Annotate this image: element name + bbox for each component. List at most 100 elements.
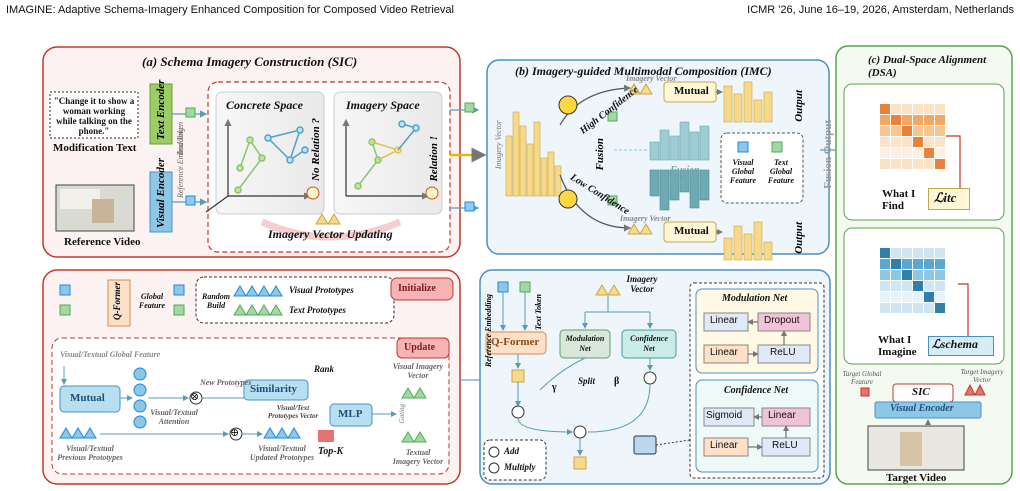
output-bars-low	[723, 221, 773, 261]
imagery-vector-axis-label: Imagery Vector	[494, 120, 503, 170]
matrix-cell	[924, 104, 934, 114]
textual-imagery-vector-label: Textual Imagery Vector	[392, 448, 444, 466]
matrix-cell	[891, 148, 901, 158]
bar	[505, 135, 513, 197]
fusion-label: Fusion	[594, 138, 606, 171]
target-video-label: Target Video	[886, 472, 947, 484]
bar	[679, 121, 690, 161]
matrix-cell	[891, 303, 901, 313]
text-global-feature-label: Text Global Feature	[767, 158, 795, 185]
bar	[743, 233, 753, 261]
bar	[743, 81, 753, 123]
visual-prototypes-label: Visual Prototypes	[289, 285, 354, 295]
bar	[763, 241, 773, 261]
matrix-cell	[924, 115, 934, 125]
matrix-cell	[891, 248, 901, 258]
new-prototypes-label: New Prototypes	[200, 378, 252, 387]
matrix-cell	[913, 259, 923, 269]
imagery-space-label: Imagery Space	[346, 98, 420, 112]
text-token-input-label: Text Token	[534, 294, 543, 331]
multiply-legend-label: Multiply	[504, 462, 536, 472]
matrix-cell	[924, 303, 934, 313]
q-former-block: Q-Former	[112, 282, 122, 320]
matrix-cell	[913, 303, 923, 313]
imagery-vector-updating-label: Imagery Vector Updating	[268, 227, 393, 241]
matrix-cell	[935, 270, 945, 280]
bar	[649, 141, 660, 161]
matrix-cell	[902, 270, 912, 280]
modulation-net-panel-title: Modulation Net	[722, 293, 788, 304]
global-feature-label: Global Feature	[138, 292, 166, 310]
matrix-cell	[902, 292, 912, 302]
matrix-cell	[902, 281, 912, 291]
running-header-right: ICMR '26, June 16–19, 2026, Amsterdam, N…	[747, 4, 1014, 16]
matrix-cell	[924, 292, 934, 302]
bar	[689, 169, 700, 209]
matrix-cell	[891, 281, 901, 291]
imc-title: (b) Imagery-guided Multimodal Compositio…	[515, 64, 772, 78]
bar	[526, 143, 534, 197]
matrix-cell	[880, 281, 890, 291]
matrix-cell	[891, 104, 901, 114]
itc-similarity-matrix	[880, 104, 945, 169]
matrix-cell	[913, 148, 923, 158]
vt-global-feature-label: Visual/Textual Global Feature	[60, 350, 161, 359]
matrix-cell	[924, 148, 934, 158]
matrix-cell	[880, 270, 890, 280]
matrix-cell	[935, 148, 945, 158]
mod-linear-c: Linear	[710, 347, 738, 358]
bar	[689, 131, 700, 161]
conf-sigmoid: Sigmoid	[706, 410, 743, 421]
matrix-cell	[891, 126, 901, 136]
bar	[659, 129, 670, 161]
conf-relu: ReLU	[772, 440, 798, 451]
confidence-net-panel-title: Confidence Net	[724, 385, 789, 396]
vt-updated-prototypes-label: Visual/Textual Updated Prototypes	[249, 444, 315, 462]
matrix-cell	[880, 126, 890, 136]
matrix-cell	[913, 292, 923, 302]
modification-text-label: Modification Text	[53, 142, 137, 154]
matrix-cell	[924, 126, 934, 136]
fusion-output-label: Fusion Output	[822, 120, 834, 189]
matrix-cell	[880, 259, 890, 269]
gating-label: Gating	[398, 404, 406, 424]
bar	[723, 85, 733, 123]
reference-embedding-label: Reference Embedding	[176, 127, 185, 198]
mod-relu: ReLU	[770, 347, 796, 358]
visual-encoder-block-target: Visual Encoder	[890, 403, 954, 414]
vt-prototypes-vector-label: Visual/Text Prototypes Vector	[267, 404, 319, 420]
add-legend-label: Add	[504, 446, 520, 456]
reference-video-label: Reference Video	[64, 236, 141, 248]
matrix-cell	[902, 137, 912, 147]
matrix-cell	[902, 104, 912, 114]
mutual-bottom-block: Mutual	[674, 225, 709, 237]
bar	[540, 157, 548, 197]
matrix-cell	[935, 137, 945, 147]
top-k-label: Top-K	[318, 446, 344, 457]
bar	[733, 225, 743, 261]
what-i-imagine-label: What I Imagine	[878, 334, 917, 358]
matrix-cell	[902, 148, 912, 158]
matrix-cell	[913, 115, 923, 125]
matrix-cell	[891, 159, 901, 169]
matrix-cell	[935, 159, 945, 169]
bar	[699, 125, 710, 161]
matrix-cell	[913, 281, 923, 291]
itc-loss-label: ℒitc	[934, 190, 957, 205]
matrix-cell	[913, 270, 923, 280]
what-i-find-label: What I Find	[882, 188, 916, 212]
imagery-vector-top-label: Imagery Vector	[626, 74, 677, 83]
matrix-cell	[913, 126, 923, 136]
output-top-label: Output	[793, 90, 805, 122]
random-build-label: Random Build	[201, 292, 230, 310]
matrix-cell	[891, 259, 901, 269]
split-label: Split	[578, 376, 596, 386]
fusion-feature-label: Fusion Feature	[668, 165, 702, 187]
conf-linear-b: Linear	[768, 410, 796, 421]
visual-encoder-block: Visual Encoder	[155, 158, 167, 228]
matrix-cell	[891, 270, 901, 280]
bar	[554, 165, 562, 197]
imagery-vector-input-label: Imagery Vector	[626, 274, 658, 294]
matrix-cell	[935, 281, 945, 291]
